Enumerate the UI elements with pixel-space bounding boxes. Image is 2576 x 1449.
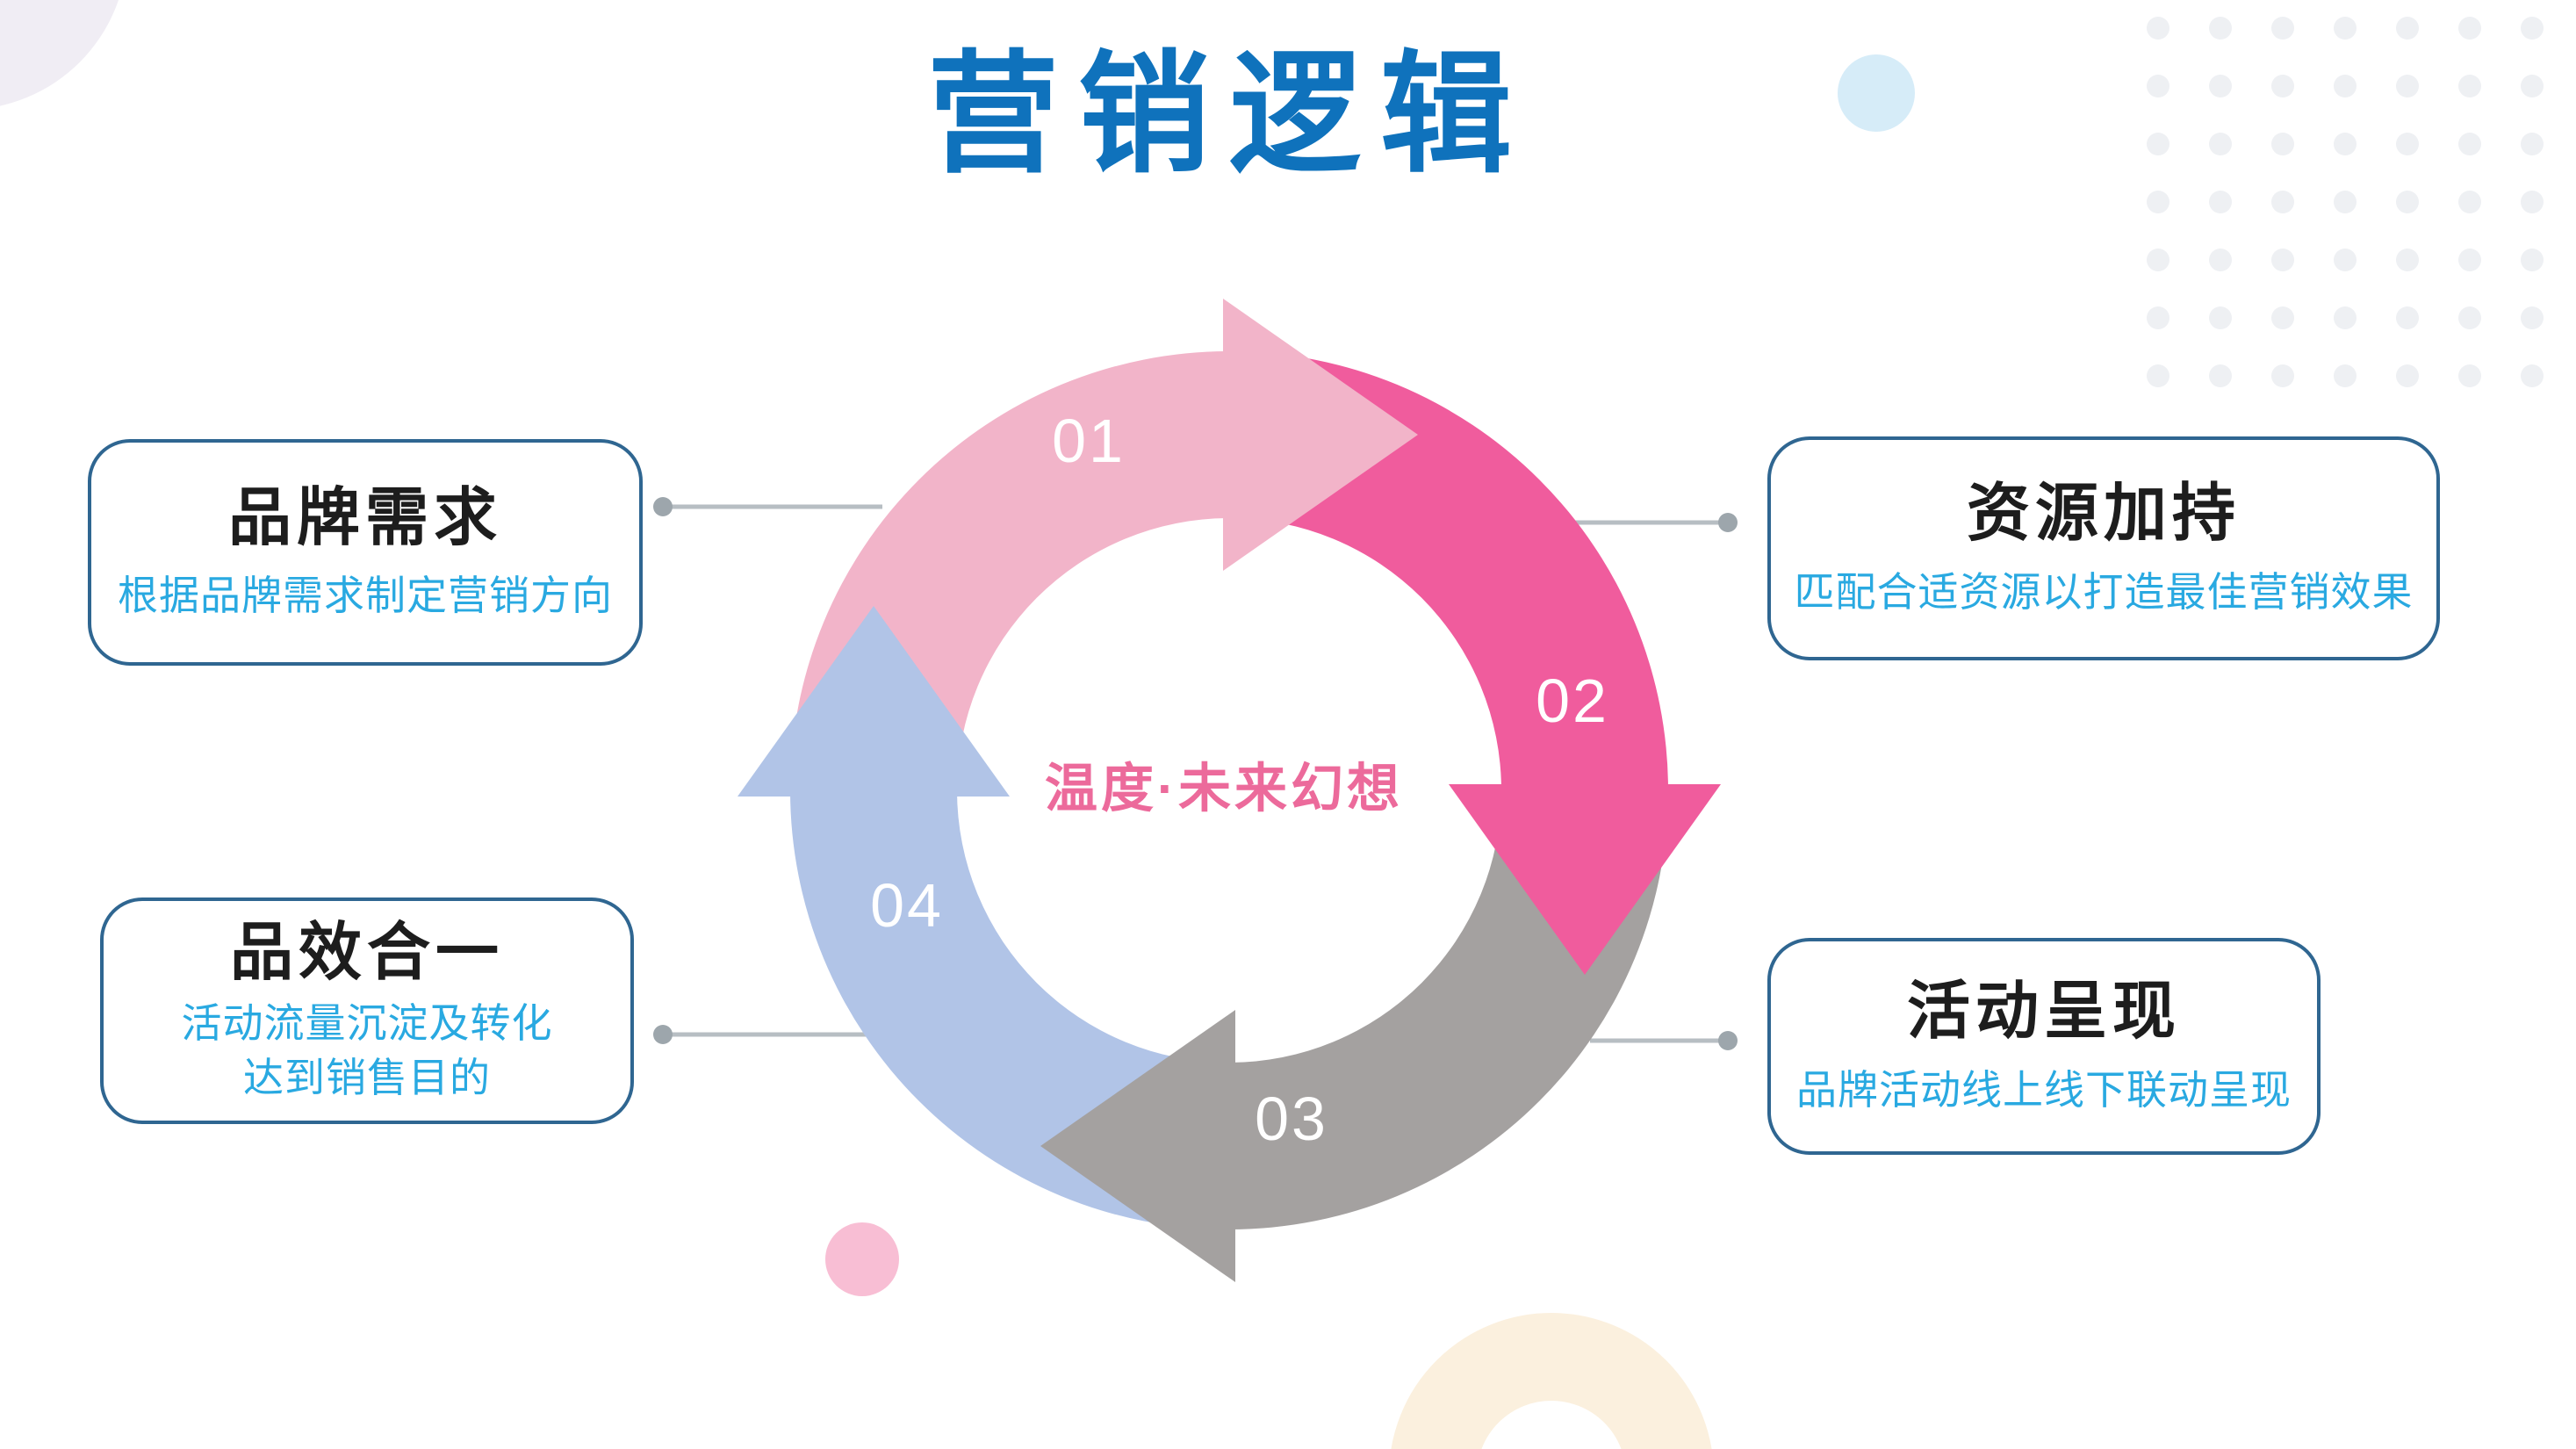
- callout-title: 资源加持: [1966, 479, 2241, 550]
- peach-ring-decoration: [1391, 1313, 1712, 1449]
- callout-effect-unity: 品效合一 活动流量沉淀及转化 达到销售目的: [100, 898, 634, 1124]
- arrowhead-step1: [1223, 299, 1418, 571]
- connector-dot: [1718, 1031, 1738, 1050]
- callout-description: 品牌活动线上线下联动呈现: [1796, 1066, 2292, 1113]
- step-4-number: 04: [870, 871, 944, 940]
- callout-title: 品牌需求: [227, 482, 502, 553]
- dot-grid-decoration: [2147, 17, 2544, 388]
- callout-description: 匹配合适资源以打造最佳营销效果: [1794, 568, 2414, 615]
- corner-blob-decoration: [0, 0, 119, 106]
- arrowhead-step4: [738, 606, 1010, 797]
- callout-description: 根据品牌需求制定营销方向: [118, 573, 613, 619]
- callout-description: 活动流量沉淀及转化 达到销售目的: [181, 1000, 553, 1101]
- step-3-number: 03: [1255, 1085, 1328, 1153]
- callout-title: 品效合一: [229, 917, 504, 988]
- connector-bottom-left: [653, 1025, 878, 1044]
- connector-dot: [1718, 513, 1738, 532]
- arrowhead-step2: [1449, 784, 1721, 975]
- arrowhead-step3: [1040, 1010, 1235, 1282]
- page-title: 营销逻辑: [926, 40, 1532, 188]
- cycle-center-label: 温度·未来幻想: [1045, 759, 1403, 818]
- callout-brand-demand: 品牌需求 根据品牌需求制定营销方向: [88, 439, 643, 666]
- blue-circle-decoration: [1838, 54, 1915, 132]
- step-2-number: 02: [1536, 667, 1609, 735]
- callout-title: 活动呈现: [1906, 977, 2181, 1048]
- callout-resource-support: 资源加持 匹配合适资源以打造最佳营销效果: [1767, 436, 2440, 660]
- connector-dot: [653, 1025, 673, 1044]
- connector-top-left: [653, 497, 882, 516]
- connector-top-right: [1573, 513, 1738, 532]
- connector-bottom-right: [1590, 1031, 1738, 1050]
- connector-dot: [653, 497, 673, 516]
- pink-dot-decoration: [825, 1222, 899, 1296]
- callout-activity-presentation: 活动呈现 品牌活动线上线下联动呈现: [1767, 938, 2321, 1155]
- step-1-number: 01: [1052, 407, 1126, 475]
